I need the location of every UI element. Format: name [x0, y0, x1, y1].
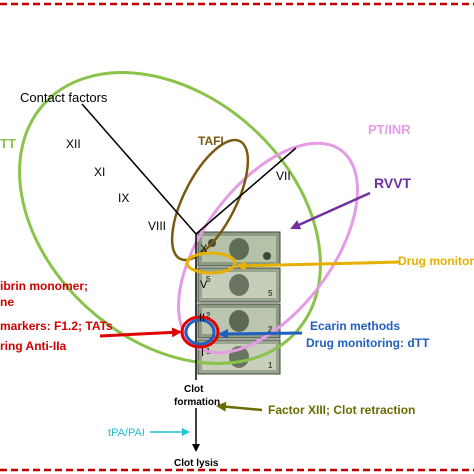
label-pt-inr: PT/INR: [368, 122, 411, 137]
markers-arrow: [99, 327, 182, 338]
label-viii: VIII: [148, 219, 166, 233]
label-rvvt: RVVT: [374, 175, 412, 191]
label-clot: Clot: [184, 384, 204, 395]
ecarin-blue-circle: [184, 318, 216, 346]
label-xi: XI: [94, 165, 105, 179]
svg-text:5: 5: [268, 289, 273, 298]
rvvt-arrow: [290, 191, 371, 230]
svg-text:5: 5: [206, 275, 211, 284]
label-anti-iia: ring Anti-IIa: [0, 339, 67, 353]
label-tafi: TAFI: [198, 134, 224, 148]
tafi-brown-ellipse: [170, 138, 250, 262]
drug-monitoring-gold-ellipse: [185, 251, 237, 275]
label-ecarin-methods: Ecarin methods: [310, 319, 400, 333]
svg-text:1: 1: [268, 361, 273, 370]
label-contact-factors: Contact factors: [20, 90, 108, 105]
tt-green-ellipse: [18, 71, 322, 365]
dollar-bill-five: 5 5: [197, 267, 281, 303]
label-drug-monitoring-dtt: Drug monitoring: dTT: [306, 336, 430, 350]
label-v: V: [200, 279, 208, 291]
label-vii: VII: [276, 169, 291, 183]
label-ne: ne: [0, 295, 14, 309]
dollar-bill-top: [197, 231, 281, 267]
label-markers: markers: F1.2; TATs: [0, 319, 113, 333]
label-formation: formation: [174, 397, 220, 408]
label-fibrin-monomer: ibrin monomer;: [0, 279, 88, 293]
label-ii: II: [199, 312, 205, 324]
label-factor-xiii: Factor XIII; Clot retraction: [268, 403, 415, 417]
ecarin-arrow: [218, 328, 303, 339]
dollar-bill-one: 1 1: [197, 339, 281, 375]
label-xii: XII: [66, 137, 81, 151]
extrinsic-pathway-line: [195, 147, 297, 235]
factor-xiii-arrow: [216, 401, 263, 412]
label-tpa-pai: tPA/PAI: [108, 427, 145, 439]
label-ix: IX: [118, 191, 129, 205]
label-drug-monitoring: Drug monitori: [398, 254, 474, 268]
markers-red-circle: [180, 315, 220, 349]
intrinsic-pathway-line: [81, 103, 197, 235]
drug-monitoring-arrow: [236, 260, 401, 271]
label-clot-lysis: Clot lysis: [174, 458, 219, 469]
label-x: X: [200, 243, 208, 255]
svg-text:2: 2: [268, 325, 273, 334]
label-i: I: [201, 347, 204, 359]
label-tt: TT: [0, 136, 16, 151]
svg-text:2: 2: [206, 311, 211, 320]
